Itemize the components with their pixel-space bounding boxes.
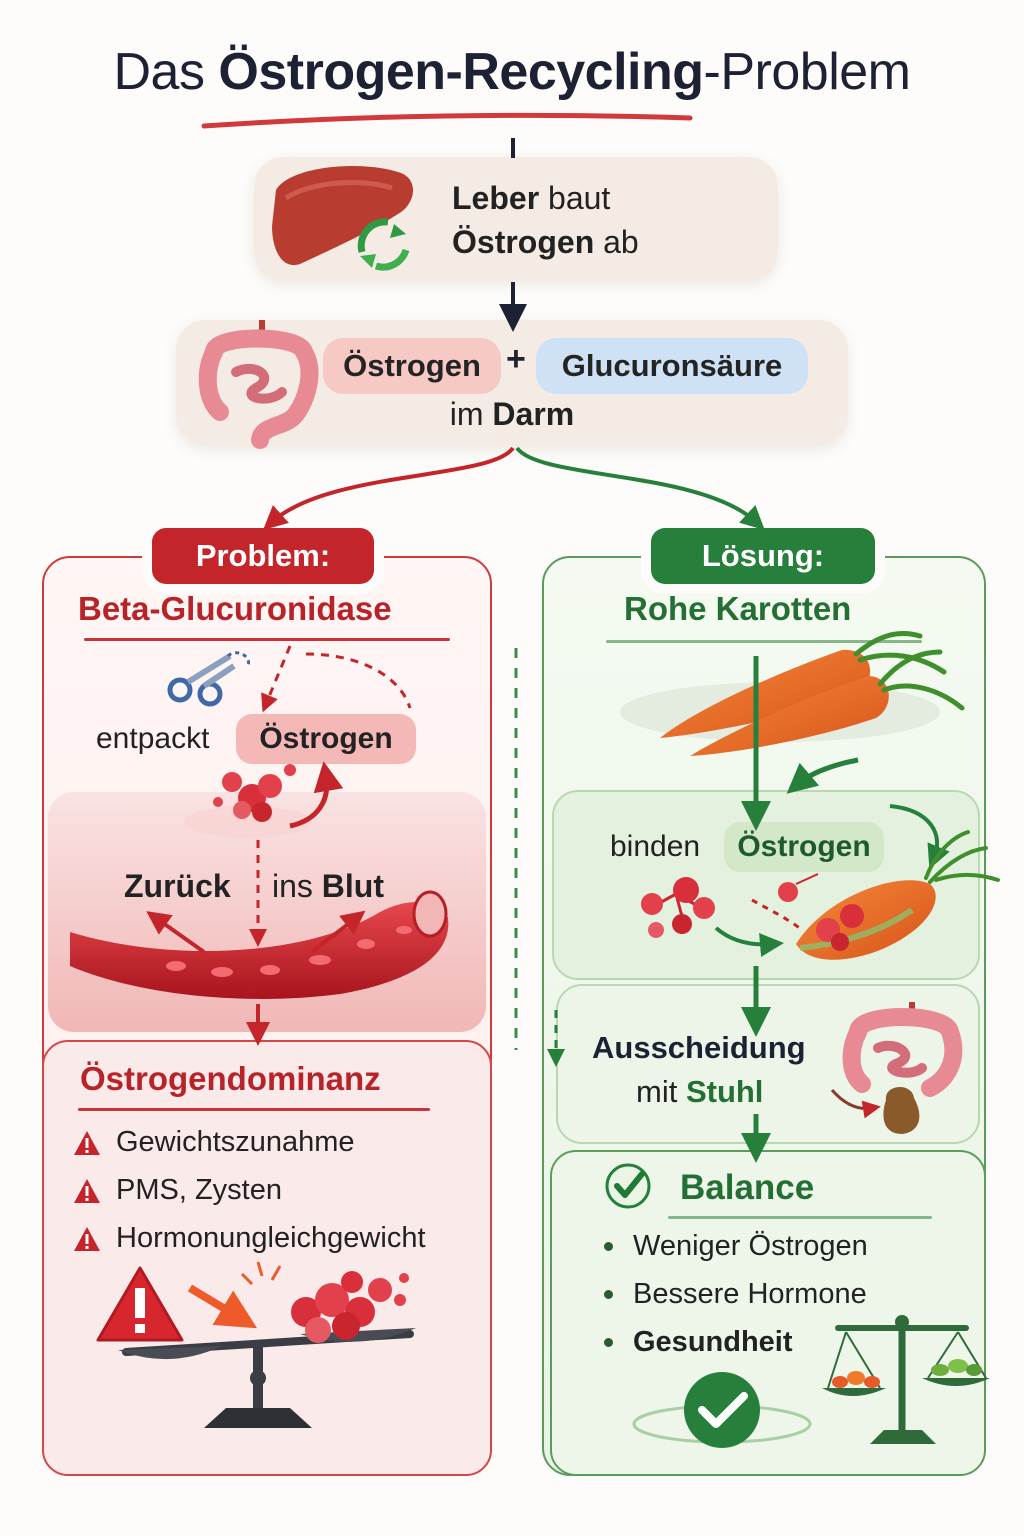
with-stool-text: mit Stuhl [636,1074,763,1110]
benefit-better-hormones: Bessere Hormone [633,1278,867,1310]
back-into-blood-text: Zurück [124,868,231,905]
liver-rest: baut [539,180,611,216]
liver-word: Leber [452,180,540,216]
into-blood-text: ins Blut [272,868,384,905]
unpacked-oestrogen-pill: Östrogen [236,714,416,764]
title-pre: Das [113,43,219,101]
into-word: ins [272,868,322,904]
oestrogen-word: Östrogen [452,224,595,260]
balance-heading: Balance [680,1168,815,1207]
bullet-icon [604,1290,613,1299]
stool-word: Stuhl [685,1074,764,1109]
arrow-to-problem [263,446,515,530]
solution-tag: Lösung: [651,528,875,584]
symptom-item: Gewichtszunahme [72,1126,355,1159]
oestrogen-pill: Östrogen [323,338,501,394]
symptom-item: PMS, Zysten [72,1174,282,1207]
plus-sign: + [506,340,526,378]
arrow-to-solution [515,446,765,531]
balance-underline [668,1216,932,1219]
bind-zone [552,790,980,980]
title-underline [201,112,693,129]
beta-glucuronidase-heading: Beta-Glucuronidase [78,590,392,627]
oestrogen-dominance-box [42,1040,492,1476]
bound-oestrogen-pill: Östrogen [724,822,884,872]
benefit-less-oestrogen: Weniger Östrogen [633,1230,868,1262]
title-post: -Problem [703,43,911,101]
dominance-underline [78,1108,430,1111]
problem-heading-underline [84,638,450,641]
raw-carrots-heading: Rohe Karotten [624,590,852,627]
bullet-icon [604,1242,613,1251]
symptom-item: Hormonungleichgewicht [72,1222,426,1255]
solution-heading-underline [606,640,922,643]
unpack-text: entpackt [96,722,210,755]
with-word: mit [636,1074,686,1109]
symptom-weight-gain: Gewichtszunahme [116,1126,355,1158]
blood-word: Blut [321,868,384,904]
darm-caption: im Darm [0,396,1024,433]
warning-icon [74,1226,100,1251]
title-bold: Östrogen-Recycling [218,43,704,101]
benefit-item: Weniger Östrogen [600,1230,868,1263]
blood-zone [48,792,486,1032]
darm-pre: im [449,396,493,432]
benefit-item: Gesundheit [600,1326,793,1359]
liver-step-text: Leber baut Östrogen ab [452,176,639,264]
benefit-item: Bessere Hormone [600,1278,867,1311]
benefit-health: Gesundheit [633,1326,793,1358]
bind-text: binden [610,830,701,863]
problem-tag: Problem: [152,528,374,584]
excretion-heading: Ausscheidung [592,1030,806,1065]
warning-icon [74,1130,100,1155]
liver-rest-2: ab [594,224,639,260]
symptom-pms-cysts: PMS, Zysten [116,1174,282,1206]
bullet-icon [604,1338,613,1347]
darm-bold: Darm [492,396,575,432]
warning-icon [74,1178,100,1203]
page-title: Das Östrogen-Recycling-Problem [0,42,1024,102]
glucuronic-acid-pill: Glucuronsäure [536,338,808,394]
symptom-hormone-imbalance: Hormonungleichgewicht [116,1222,426,1254]
oestrogen-dominance-heading: Östrogendominanz [80,1060,381,1097]
back-word: Zurück [124,868,231,904]
